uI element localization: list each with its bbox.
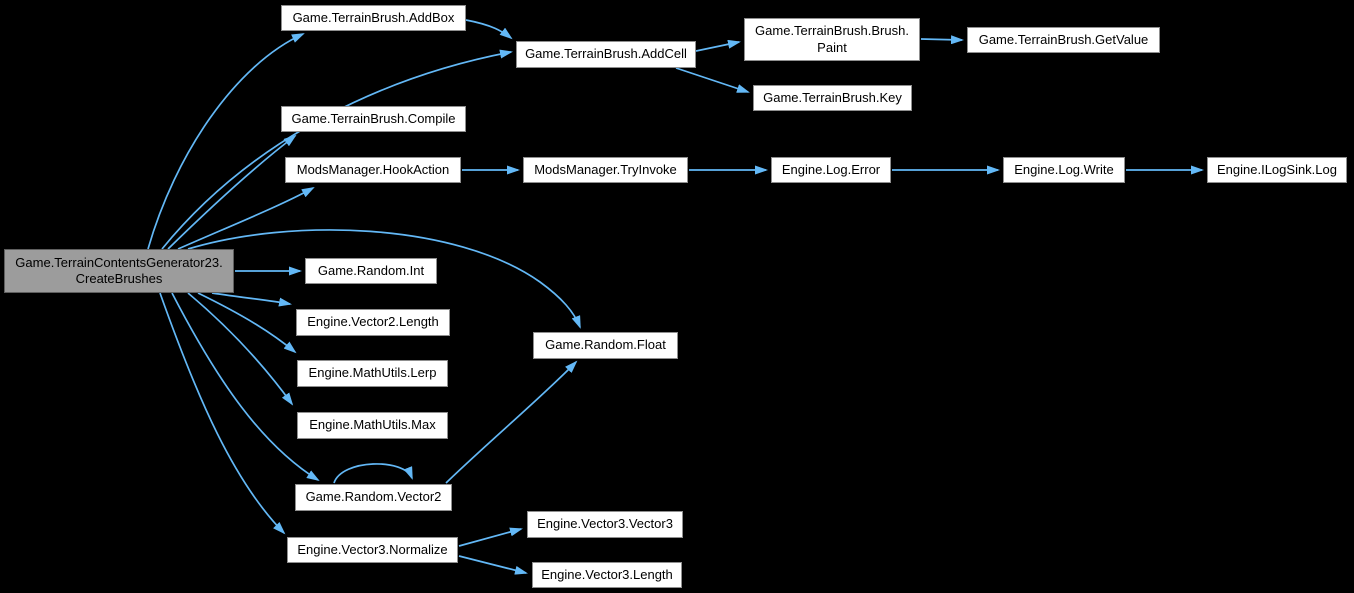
- graph-node-logerror[interactable]: Engine.Log.Error: [771, 157, 891, 183]
- node-label: Game.Random.Float: [545, 337, 666, 353]
- edge-createbrushes-randomfloat: [187, 229, 581, 329]
- node-label: Engine.ILogSink.Log: [1217, 161, 1337, 177]
- graph-node-randomvector2[interactable]: Game.Random.Vector2: [295, 484, 452, 511]
- node-label: Engine.Log.Error: [781, 161, 881, 177]
- node-label: Game.TerrainBrush.AddCell: [525, 46, 687, 62]
- node-label: Game.TerrainContentsGenerator23. CreateB…: [15, 254, 223, 286]
- graph-node-addcell[interactable]: Game.TerrainBrush.AddCell: [516, 41, 696, 68]
- graph-node-ilogsinklog[interactable]: Engine.ILogSink.Log: [1207, 157, 1347, 183]
- node-label: Game.Random.Int: [317, 262, 425, 278]
- edge-createbrushes-addcell: [161, 49, 513, 250]
- edge-brushpaint-getvalue: [920, 35, 964, 45]
- graph-node-v3normalize[interactable]: Engine.Vector3.Normalize: [287, 537, 458, 563]
- node-label: Game.TerrainBrush.Compile: [291, 110, 456, 126]
- node-label: Game.TerrainBrush.AddBox: [292, 9, 455, 25]
- edge-addcell-brushpaint: [695, 39, 741, 52]
- edge-randomvector2-randomfloat: [445, 360, 578, 484]
- node-label: Game.TerrainBrush.GetValue: [978, 31, 1149, 47]
- edge-createbrushes-v2length: [211, 292, 292, 307]
- edge-addbox-addcell: [465, 19, 513, 40]
- node-label: Game.TerrainBrush.Brush. Paint: [755, 23, 909, 55]
- edge-createbrushes-hookaction: [177, 187, 315, 250]
- node-label: Engine.Vector3.Normalize: [297, 541, 448, 557]
- graph-node-getvalue[interactable]: Game.TerrainBrush.GetValue: [967, 27, 1160, 53]
- node-label: ModsManager.HookAction: [296, 161, 450, 177]
- edge-createbrushes-addbox: [147, 33, 305, 250]
- node-label: Engine.Vector3.Length: [541, 566, 673, 582]
- node-label: Game.TerrainBrush.Key: [763, 89, 902, 105]
- graph-node-max[interactable]: Engine.MathUtils.Max: [297, 412, 448, 439]
- graph-node-v3vector3[interactable]: Engine.Vector3.Vector3: [527, 511, 683, 538]
- graph-node-key[interactable]: Game.TerrainBrush.Key: [753, 85, 912, 111]
- graph-node-tryinvoke[interactable]: ModsManager.TryInvoke: [523, 157, 688, 183]
- edge-createbrushes-max: [187, 292, 294, 406]
- node-label: Game.Random.Vector2: [305, 489, 442, 505]
- edge-v3normalize-v3vector3: [458, 527, 523, 547]
- graph-node-v3length[interactable]: Engine.Vector3.Length: [532, 562, 682, 588]
- graph-node-randomfloat[interactable]: Game.Random.Float: [533, 332, 678, 359]
- graph-node-lerp[interactable]: Engine.MathUtils.Lerp: [297, 360, 448, 387]
- node-label: Engine.MathUtils.Lerp: [308, 365, 437, 381]
- edge-v3normalize-v3length: [458, 555, 528, 575]
- edge-createbrushes-compile: [167, 134, 297, 250]
- graph-node-brushpaint[interactable]: Game.TerrainBrush.Brush. Paint: [744, 18, 920, 61]
- node-label: Engine.Log.Write: [1014, 161, 1114, 177]
- node-label: ModsManager.TryInvoke: [534, 161, 677, 177]
- graph-node-createbrushes: Game.TerrainContentsGenerator23. CreateB…: [4, 249, 234, 293]
- node-label: Engine.Vector3.Vector3: [537, 516, 673, 532]
- edge-addcell-key: [675, 67, 750, 93]
- node-label: Engine.Vector2.Length: [307, 314, 439, 330]
- graph-node-logwrite[interactable]: Engine.Log.Write: [1003, 157, 1125, 183]
- graph-node-v2length[interactable]: Engine.Vector2.Length: [296, 309, 450, 336]
- graph-node-hookaction[interactable]: ModsManager.HookAction: [285, 157, 461, 183]
- edge-createbrushes-lerp: [197, 292, 297, 354]
- graph-node-addbox[interactable]: Game.TerrainBrush.AddBox: [281, 5, 466, 31]
- graph-node-randomint[interactable]: Game.Random.Int: [305, 258, 437, 284]
- graph-node-compile[interactable]: Game.TerrainBrush.Compile: [281, 106, 466, 132]
- edge-randomvector2-self-loop: [333, 463, 413, 484]
- edge-createbrushes-v3normalize: [159, 292, 286, 535]
- edge-createbrushes-randomvector2: [171, 292, 320, 482]
- node-label: Engine.MathUtils.Max: [309, 417, 436, 433]
